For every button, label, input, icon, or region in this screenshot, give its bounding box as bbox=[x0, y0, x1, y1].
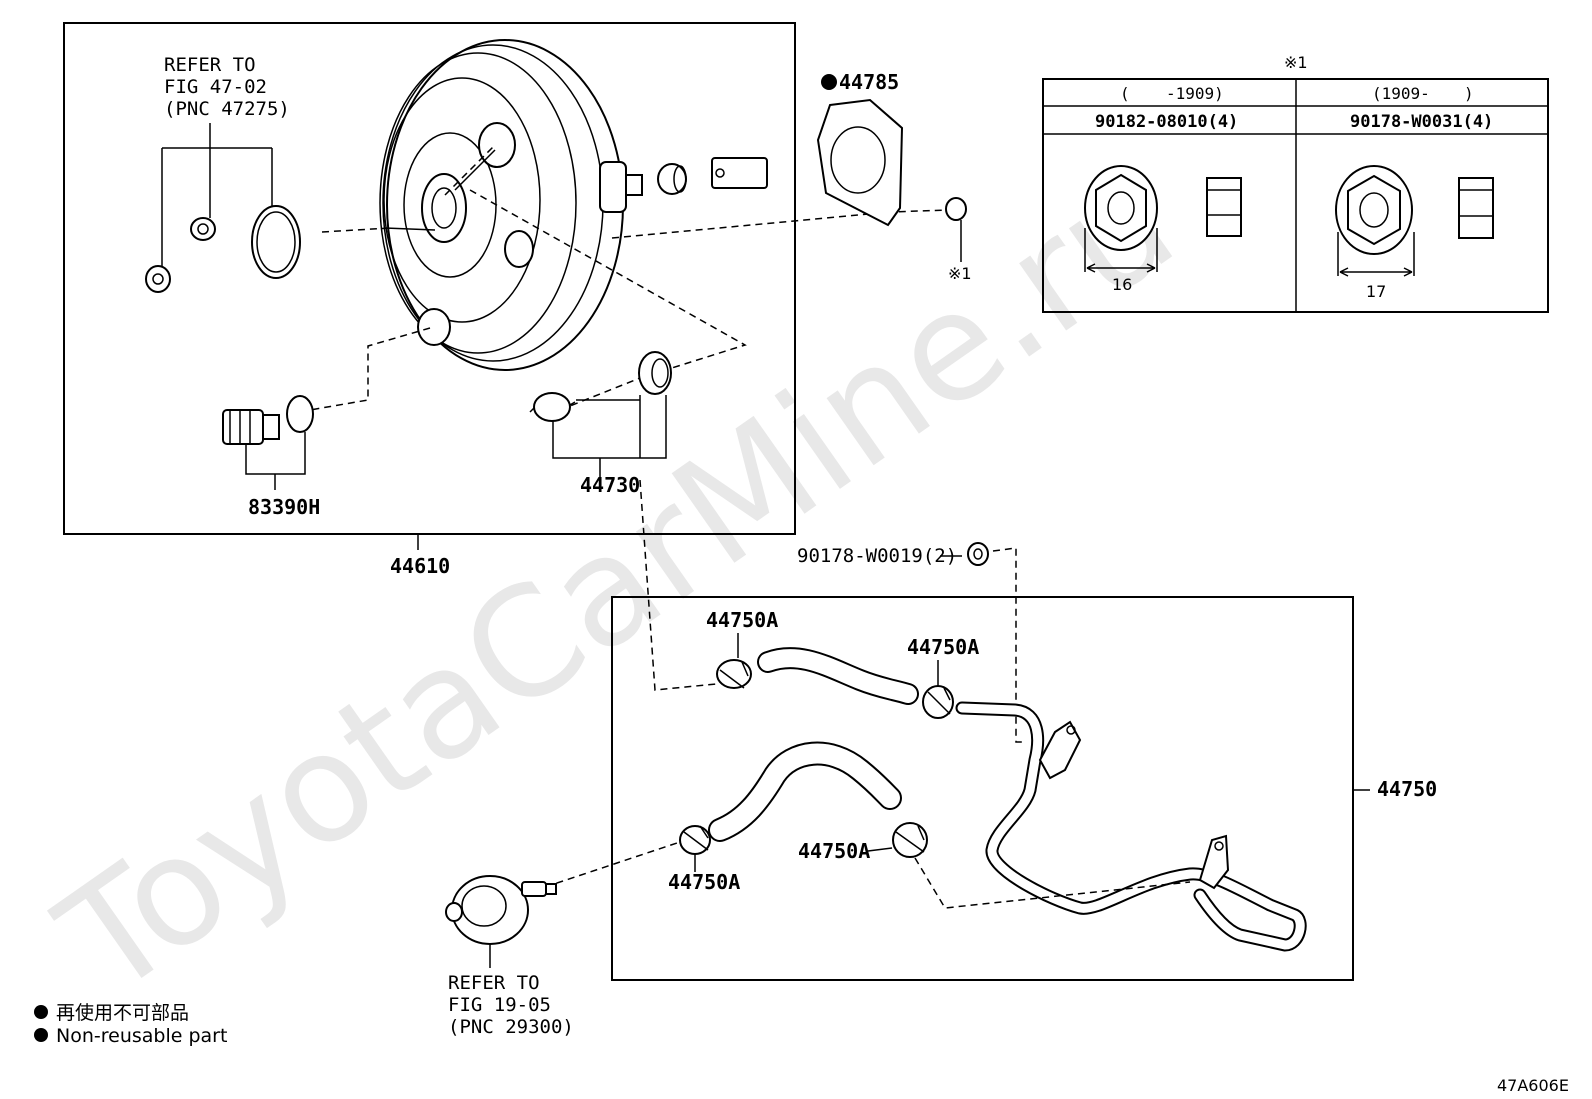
svg-text:FIG 19-05: FIG 19-05 bbox=[448, 994, 551, 1016]
non-reusable-dot bbox=[821, 74, 837, 90]
table-col1-range: -1909) bbox=[1166, 84, 1224, 103]
table-col2-range: (1909- bbox=[1372, 84, 1430, 103]
refer-pump-note: REFER TO FIG 19-05 (PNC 29300) bbox=[448, 972, 574, 1038]
label-44750: 44750 bbox=[1377, 777, 1437, 801]
label-44750a-4: 44750A bbox=[798, 839, 870, 863]
label-44610: 44610 bbox=[390, 554, 450, 578]
legend-jp: 再使用不可部品 bbox=[56, 1002, 189, 1024]
nut-17-side-view bbox=[1458, 177, 1494, 239]
clevis-part bbox=[711, 157, 768, 189]
svg-text:(PNC 29300): (PNC 29300) bbox=[448, 1016, 574, 1038]
label-83390h: 83390H bbox=[248, 495, 320, 519]
label-44750a-1: 44750A bbox=[706, 608, 778, 632]
label-44785: 44785 bbox=[839, 70, 899, 94]
label-90178-w0019: 90178-W0019(2) bbox=[797, 545, 957, 567]
seal-nut-part bbox=[190, 217, 216, 241]
svg-text:REFER TO: REFER TO bbox=[164, 54, 256, 76]
bracket-83390h bbox=[245, 432, 306, 490]
dim-17-label: 17 bbox=[1366, 282, 1386, 301]
pipe-bracket-lower bbox=[1198, 834, 1230, 890]
grommet-part bbox=[638, 351, 672, 395]
table-col2-range-close: ) bbox=[1464, 84, 1474, 103]
figure-code: 47A606E bbox=[1497, 1076, 1569, 1095]
check-valve-part bbox=[529, 392, 576, 422]
label-ref1: ※1 bbox=[948, 264, 972, 283]
dim-16-label: 16 bbox=[1112, 275, 1132, 294]
label-44750a-3: 44750A bbox=[668, 870, 740, 894]
svg-text:(PNC 47275): (PNC 47275) bbox=[164, 98, 290, 120]
nut-16-side-view bbox=[1206, 177, 1242, 237]
label-44750a-2: 44750A bbox=[907, 635, 979, 659]
bracket-44730 bbox=[552, 395, 667, 478]
pipe-bracket-upper bbox=[1038, 720, 1082, 780]
vacuum-sensor-part bbox=[222, 409, 280, 445]
clamp-44750a-1 bbox=[716, 659, 752, 689]
flange-nut-part bbox=[945, 197, 967, 221]
bolt-90178-w0019 bbox=[967, 542, 989, 566]
table-col1-range-open: ( bbox=[1120, 84, 1130, 103]
booster-leader-lines bbox=[309, 144, 949, 411]
watermark: ToyotaCarMine.ru bbox=[30, 135, 1204, 1030]
hose-assembly-box bbox=[611, 596, 1354, 981]
o-ring-part bbox=[251, 205, 301, 279]
gasket-part bbox=[816, 98, 904, 227]
leader-44750a-4 bbox=[867, 847, 893, 852]
clevis-bushing-part bbox=[657, 163, 687, 195]
brake-booster-body bbox=[379, 39, 643, 371]
legend: 再使用不可部品 Non-reusable part bbox=[34, 1002, 227, 1047]
svg-text:REFER TO: REFER TO bbox=[448, 972, 540, 994]
refer-booster-bracket bbox=[161, 123, 273, 268]
refer-booster-note: REFER TO FIG 47-02 (PNC 47275) bbox=[164, 54, 290, 120]
bolt-leader-dash bbox=[992, 547, 1025, 743]
nut-table bbox=[1042, 78, 1549, 313]
vacuum-pump-part bbox=[445, 875, 557, 945]
table-mark: ※1 bbox=[1284, 53, 1308, 72]
nut-part bbox=[145, 265, 171, 293]
nut-17-front-view bbox=[1335, 165, 1413, 255]
clamp-to-pipe-dash bbox=[914, 857, 1191, 909]
label-44785-group: 44785 bbox=[821, 70, 899, 94]
nut-16-front-view bbox=[1084, 165, 1158, 251]
dim-16 bbox=[1084, 228, 1158, 273]
booster-assembly-box bbox=[63, 22, 796, 535]
dim-17 bbox=[1337, 232, 1415, 277]
vacuum-sensor-seal bbox=[286, 395, 314, 433]
table-col2-part: 90178-W0031(4) bbox=[1350, 112, 1493, 132]
label-44730: 44730 bbox=[580, 473, 640, 497]
legend-en: Non-reusable part bbox=[56, 1025, 227, 1047]
vacuum-pipe bbox=[955, 701, 1307, 952]
table-col1-part: 90182-08010(4) bbox=[1095, 112, 1238, 132]
clamp-44750a-4 bbox=[892, 822, 928, 858]
svg-text:FIG 47-02: FIG 47-02 bbox=[164, 76, 267, 98]
clamp-44750a-2 bbox=[922, 685, 954, 719]
clamp-44750a-3 bbox=[679, 825, 711, 855]
check-valve-to-clamp-dash bbox=[639, 479, 717, 691]
